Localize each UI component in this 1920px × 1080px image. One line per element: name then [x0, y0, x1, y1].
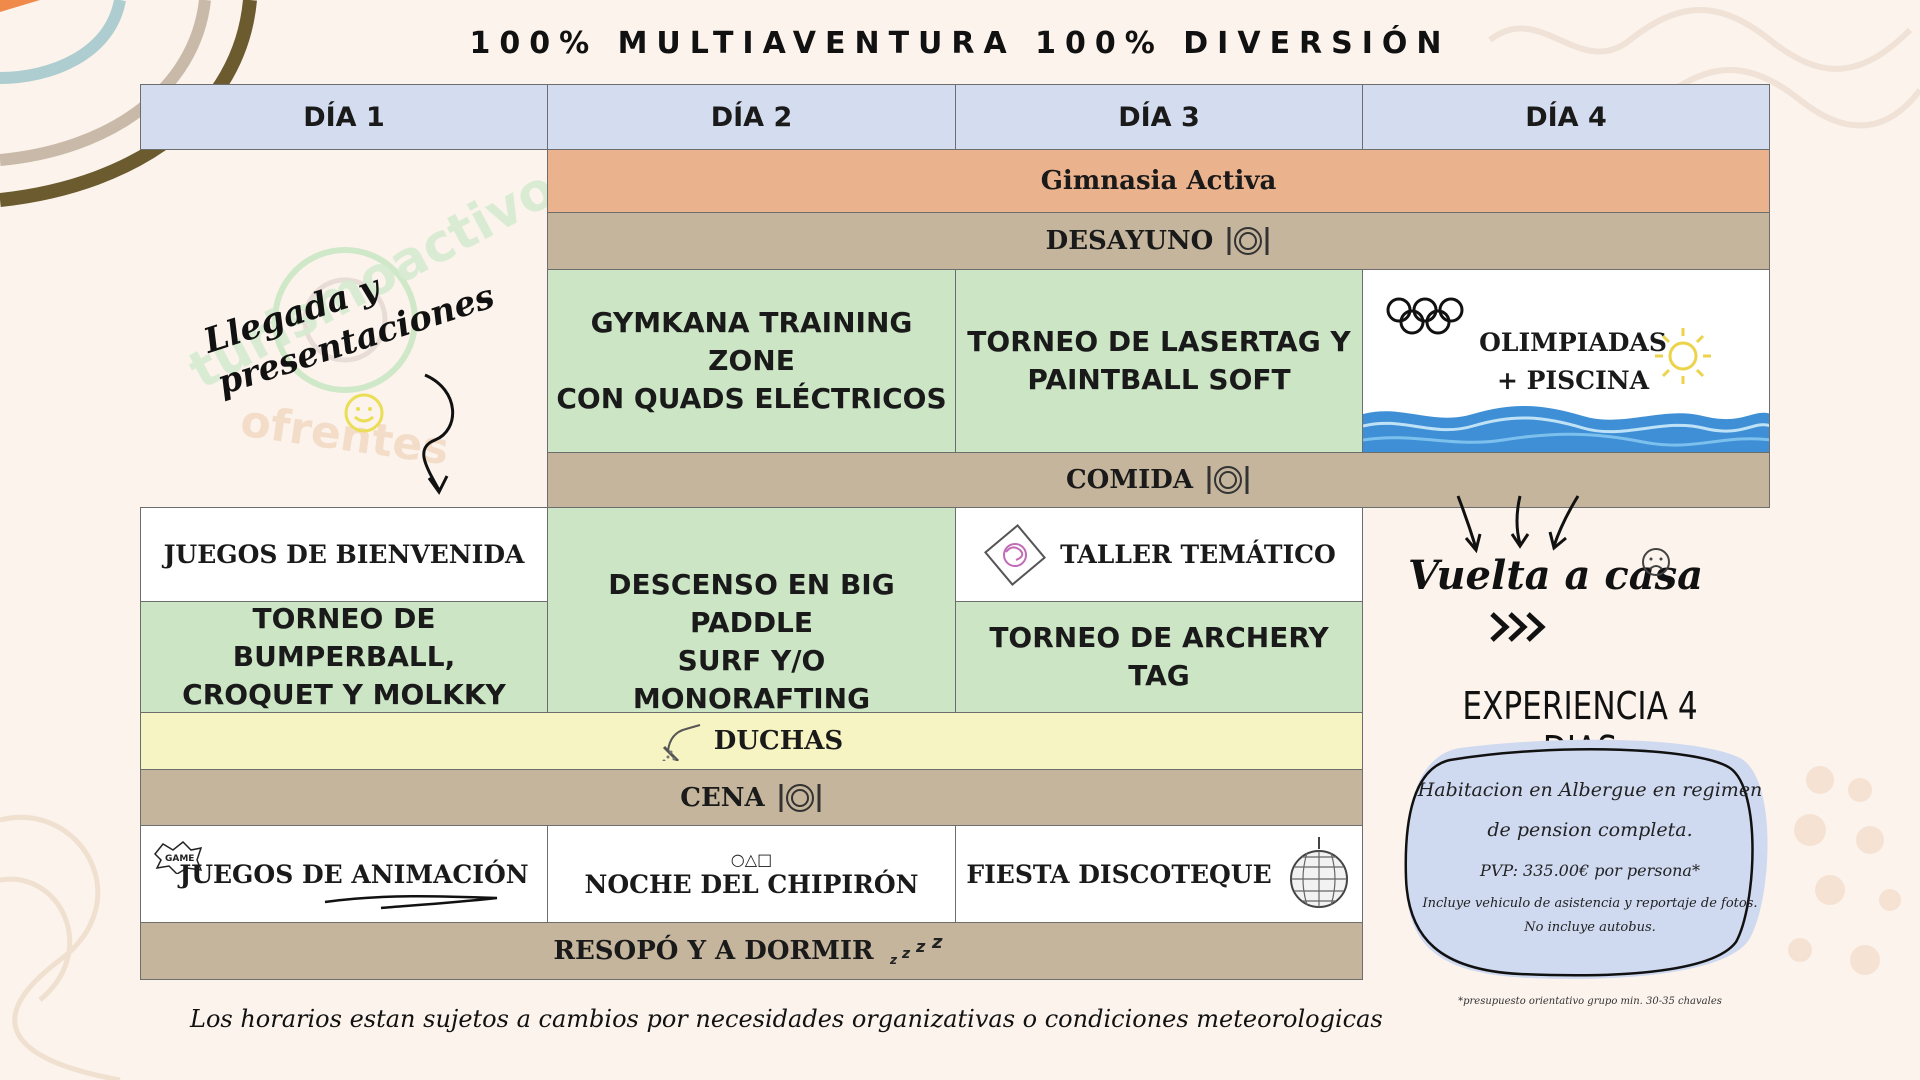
arrow-down-icon: [422, 373, 455, 495]
desayuno-row: DESAYUNO: [547, 212, 1770, 270]
day-header-1: DÍA 1: [140, 84, 548, 150]
experience-heading: EXPERIENCIA 4 DIAS: [1462, 684, 1698, 772]
experience-line-2: de pension completa.: [1487, 819, 1693, 841]
pool-water-icon: [1363, 405, 1769, 452]
return-home-text: Vuelta a casa: [1408, 552, 1704, 599]
day3-morning-activity: TORNEO DE LASERTAG Y PAINTBALL SOFT: [955, 269, 1363, 453]
day1-tournament-line-2: CROQUET Y MOLKKY: [182, 678, 506, 711]
page-title: 100% MULTIAVENTURA 100% DIVERSIÓN: [469, 26, 1451, 61]
day2-morning-line-2: CON QUADS ELÉCTRICOS: [556, 382, 947, 415]
day2-morning-line-1: GYMKANA TRAINING ZONE: [590, 306, 913, 377]
svg-text:z: z: [889, 953, 898, 967]
experience-price: PVP: 335.00€ por persona*: [1480, 861, 1700, 880]
smiley-icon: [344, 393, 384, 433]
svg-text:z: z: [915, 937, 926, 956]
day-header-4: DÍA 4: [1362, 84, 1770, 150]
duchas-row: DUCHAS: [140, 712, 1363, 770]
olympic-rings-icon: [1386, 297, 1464, 335]
day2-night-label: NOCHE DEL CHIPIRÓN: [584, 869, 919, 899]
shower-icon: [662, 724, 701, 761]
day3-workshop: TALLER TEMÁTICO: [955, 507, 1363, 602]
plate-icon: [1227, 227, 1269, 255]
cena-row: CENA: [140, 769, 1363, 826]
underline-stroke: [324, 894, 498, 910]
day3-archery: TORNEO DE ARCHERY TAG: [955, 601, 1363, 713]
day2-morning-activity: GYMKANA TRAINING ZONE CON QUADS ELÉCTRICO…: [547, 269, 956, 453]
day-header-2: DÍA 2: [547, 84, 956, 150]
duchas-label: DUCHAS: [713, 726, 844, 756]
experience-note-1: Incluye vehiculo de asistencia y reporta…: [1422, 896, 1758, 911]
experience-line-1: Habitacion en Albergue en regimen: [1417, 779, 1763, 801]
plate-icon: [779, 783, 821, 812]
schedule-disclaimer: Los horarios estan sujetos a cambios por…: [190, 1005, 1383, 1033]
sleep-zzz-icon: z z z z: [889, 934, 943, 967]
comida-row: COMIDA: [547, 452, 1770, 508]
experience-note-2: No incluye autobus.: [1524, 920, 1656, 935]
arrival-text: Llegada y presentaciones: [198, 233, 499, 406]
disco-ball-icon: [1289, 837, 1348, 908]
desayuno-label: DESAYUNO: [1045, 226, 1214, 256]
day1-night: GAME JUEGOS DE ANIMACIÓN: [140, 825, 548, 923]
day2-afternoon-line-1: DESCENSO EN BIG PADDLE: [608, 568, 895, 639]
day-header-3: DÍA 3: [955, 84, 1363, 150]
experience-footnote: *presupuesto orientativo grupo min. 30-3…: [1458, 996, 1722, 1007]
day1-tournament-line-1: TORNEO DE BUMPERBALL,: [232, 602, 456, 673]
cena-label: CENA: [680, 782, 765, 813]
day3-morning-line-2: PAINTBALL SOFT: [1027, 363, 1291, 396]
day3-night: FIESTA DISCOTEQUE: [955, 825, 1363, 923]
day4-morning-activity: OLIMPIADAS + PISCINA: [1362, 269, 1770, 453]
watermark-sub: ofrentes: [237, 395, 452, 476]
day2-afternoon-line-2: SURF Y/O MONORAFTING: [632, 644, 871, 715]
comida-label: COMIDA: [1065, 465, 1193, 495]
day2-night: ○△□ NOCHE DEL CHIPIRÓN: [547, 825, 956, 923]
decorative-dots: [1788, 766, 1901, 975]
shapes-icon: ○△□: [730, 849, 773, 869]
gimnasia-row: Gimnasia Activa: [547, 149, 1770, 213]
day4-morning-line-2: + PISCINA: [1496, 366, 1650, 395]
day4-morning-line-1: OLIMPIADAS: [1479, 328, 1667, 357]
plate-icon: [1207, 466, 1249, 494]
resopo-label: RESOPÓ Y A DORMIR: [553, 936, 874, 966]
day3-night-label: FIESTA DISCOTEQUE: [966, 859, 1272, 889]
svg-text:z: z: [931, 934, 943, 953]
day1-night-label: JUEGOS DE ANIMACIÓN: [179, 859, 529, 889]
day1-welcome-games: JUEGOS DE BIENVENIDA: [140, 507, 548, 602]
day3-workshop-label: TALLER TEMÁTICO: [1060, 540, 1336, 569]
resopo-row: RESOPÓ Y A DORMIR z z z z: [140, 922, 1363, 980]
chevrons-right-icon: [1490, 612, 1546, 642]
day1-tournament: TORNEO DE BUMPERBALL, CROQUET Y MOLKKY: [140, 601, 548, 713]
sketch-icon: [984, 523, 1047, 586]
day3-morning-line-1: TORNEO DE LASERTAG Y: [967, 325, 1351, 358]
experience-details: Habitacion en Albergue en regimen de pen…: [1410, 770, 1770, 940]
svg-text:z: z: [901, 946, 911, 962]
